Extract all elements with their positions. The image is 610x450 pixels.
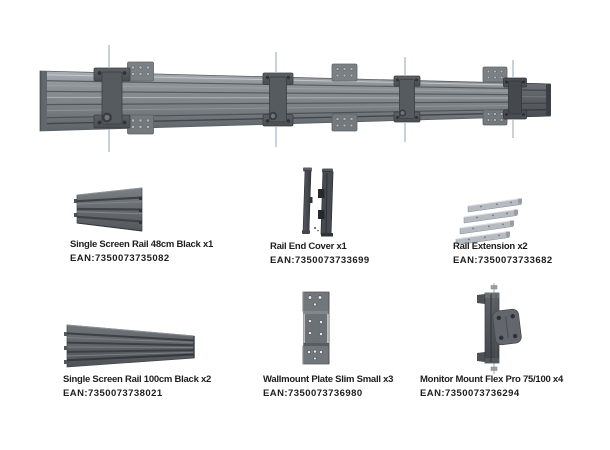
product-card-rail-48cm: Single Screen Rail 48cm Black x1 EAN:735… <box>63 184 273 270</box>
wallmount-plate-illustration <box>302 291 330 365</box>
product-card-rail-extension: Rail Extension x2 EAN:7350073733682 <box>446 188 610 270</box>
product-ean: EAN:7350073736980 <box>263 388 363 399</box>
monitor-mount-illustration <box>477 283 522 374</box>
vesa-mount-1 <box>93 67 131 129</box>
product-card-end-cover: Rail End Cover x1 EAN:7350073733699 <box>263 162 443 270</box>
product-name: Monitor Mount Flex Pro 75/100 x4 <box>420 374 563 385</box>
product-ean: EAN:7350073738021 <box>63 388 163 399</box>
rail-100cm-profile-illustration <box>64 324 195 368</box>
product-name: Rail End Cover x1 <box>270 241 347 252</box>
product-ean: EAN:7350073735082 <box>70 253 170 264</box>
product-card-wallmount-plate: Wallmount Plate Slim Small x3 EAN:735007… <box>256 286 446 408</box>
wallmount-plate-tab-3 <box>482 66 508 126</box>
wallmount-plate-tab-2 <box>331 63 358 132</box>
vesa-mount-2 <box>262 72 294 127</box>
product-name: Rail Extension x2 <box>453 241 528 252</box>
product-ean: EAN:7350073733682 <box>453 255 553 266</box>
product-name: Wallmount Plate Slim Small x3 <box>263 374 394 385</box>
mount-screws <box>108 45 514 152</box>
vesa-mount-4 <box>503 77 527 120</box>
rail-end-cover-illustration <box>302 167 334 237</box>
assembled-rail-kit-illustration <box>39 45 551 152</box>
product-name: Single Screen Rail 100cm Black x2 <box>63 374 212 385</box>
vesa-mount-3 <box>393 75 421 123</box>
product-card-rail-100cm: Single Screen Rail 100cm Black x2 EAN:73… <box>56 320 271 408</box>
rail-48cm-profile-illustration <box>74 187 143 232</box>
product-name: Single Screen Rail 48cm Black x1 <box>70 239 214 250</box>
product-ean: EAN:7350073733699 <box>270 255 370 266</box>
product-ean: EAN:7350073736294 <box>420 388 520 399</box>
product-card-monitor-mount: Monitor Mount Flex Pro 75/100 x4 EAN:735… <box>413 278 610 408</box>
rail-extension-illustration <box>455 198 522 244</box>
